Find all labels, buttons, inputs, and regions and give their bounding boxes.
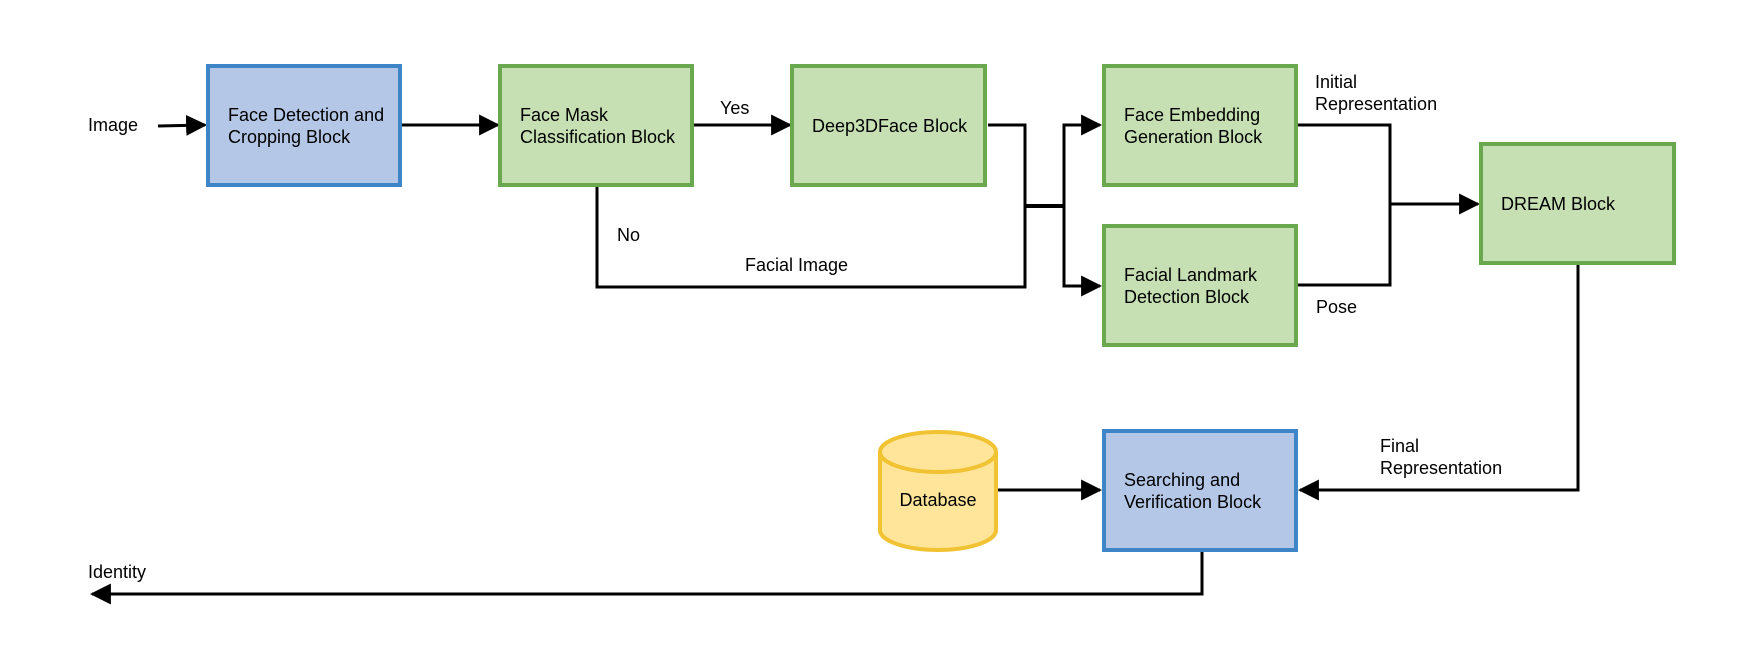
edge-mask-no-path xyxy=(595,184,1027,289)
face-mask-classification-block: Face Mask Classification Block xyxy=(498,64,694,187)
edge-deep3dface-to-junction xyxy=(988,123,1027,206)
label-image: Image xyxy=(88,115,139,135)
edge-to-facial-landmark xyxy=(1062,206,1103,297)
label-identity: Identity xyxy=(88,562,147,582)
label-yes: Yes xyxy=(720,98,750,118)
deep3dface-block: Deep3DFace Block xyxy=(790,64,987,187)
edge-searching-to-identity xyxy=(89,550,1204,605)
face-detection-block: Face Detection and Cropping Block xyxy=(206,64,402,187)
label-final-representation: Final Representation xyxy=(1380,436,1503,478)
label-pose: Pose xyxy=(1316,297,1358,317)
edge-landmark-to-merge xyxy=(1296,204,1392,287)
label-initial-representation: Initial Representation xyxy=(1315,72,1438,114)
edge-to-face-embedding xyxy=(1062,114,1103,206)
label-facial-image: Facial Image xyxy=(745,255,849,275)
edge-embedding-to-merge xyxy=(1296,123,1392,204)
edge-image-to-detection xyxy=(157,114,208,136)
searching-verification-block: Searching and Verification Block xyxy=(1102,429,1298,552)
label-no: No xyxy=(617,225,641,245)
face-embedding-generation-block: Face Embedding Generation Block xyxy=(1102,64,1298,187)
dream-block: DREAM Block xyxy=(1479,142,1676,265)
edge-dream-to-searching xyxy=(1297,264,1580,501)
database-label: Database xyxy=(899,490,977,510)
facial-landmark-detection-block: Facial Landmark Detection Block xyxy=(1102,224,1298,347)
database-cylinder xyxy=(878,430,998,552)
